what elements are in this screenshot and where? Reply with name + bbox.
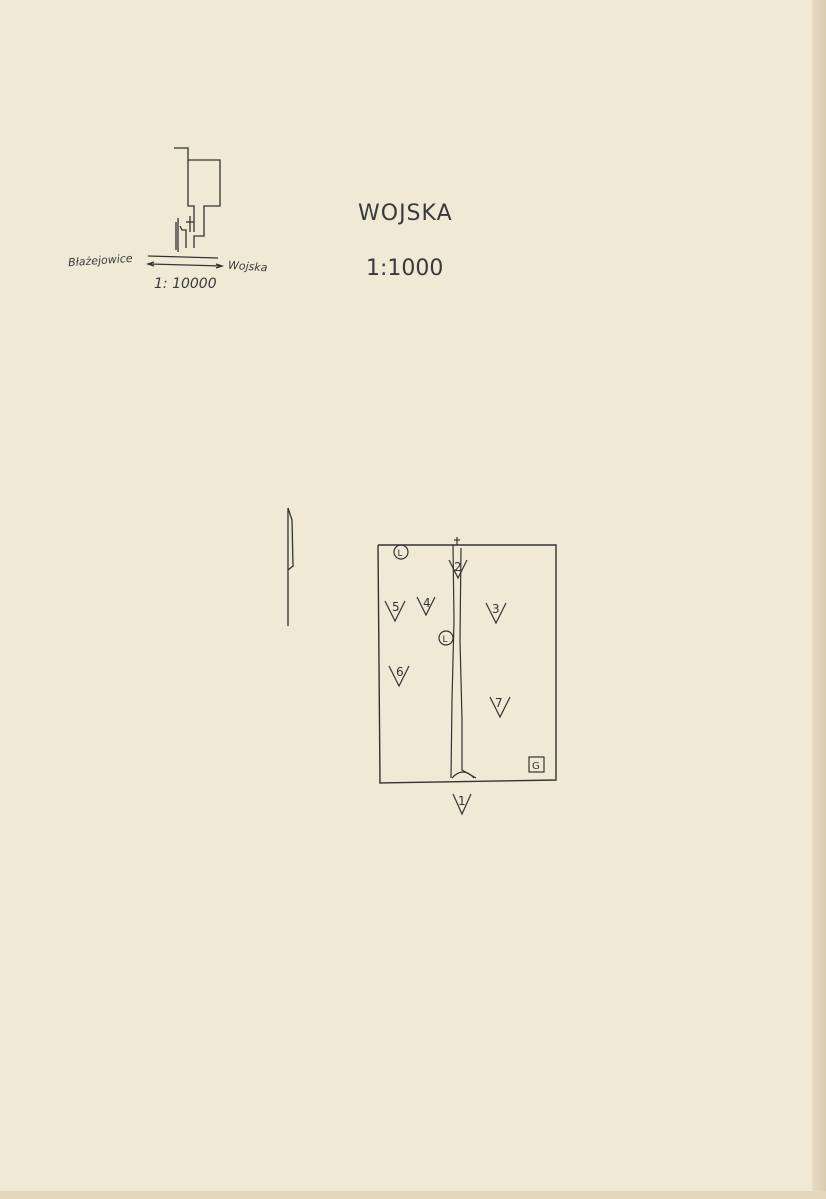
viewpoint-marker-5 — [384, 600, 406, 623]
viewpoint-label-6: 6 — [396, 665, 404, 679]
l-symbol-path — [438, 630, 454, 646]
paper-edge-right — [812, 0, 826, 1199]
plan-boundary — [377, 544, 557, 784]
sketch-scale: 1: 10000 — [154, 276, 217, 292]
l-symbol-top-label: L — [398, 549, 403, 559]
location-sketch — [145, 147, 225, 269]
north-arrow — [287, 507, 294, 626]
l-symbol-top — [393, 544, 409, 560]
map-scale: 1:1000 — [366, 256, 444, 281]
g-symbol-label: G — [532, 761, 540, 772]
g-symbol — [528, 756, 545, 773]
viewpoint-label-4: 4 — [423, 596, 431, 610]
viewpoint-label-2: 2 — [454, 560, 462, 574]
viewpoint-marker-2 — [448, 559, 468, 580]
viewpoint-marker-3 — [485, 602, 507, 625]
viewpoint-marker-6 — [388, 665, 410, 688]
viewpoint-marker-7 — [489, 696, 511, 719]
central-path — [450, 537, 477, 779]
viewpoint-label-1: 1 — [458, 794, 466, 808]
map-title: WOJSKA — [358, 201, 453, 226]
viewpoint-marker-1 — [452, 793, 472, 816]
viewpoint-label-7: 7 — [495, 696, 503, 710]
l-symbol-path-label: L — [443, 635, 448, 645]
paper-edge-bottom — [0, 1191, 826, 1199]
viewpoint-label-3: 3 — [492, 602, 500, 616]
viewpoint-marker-4 — [416, 596, 436, 617]
viewpoint-label-5: 5 — [392, 600, 400, 614]
